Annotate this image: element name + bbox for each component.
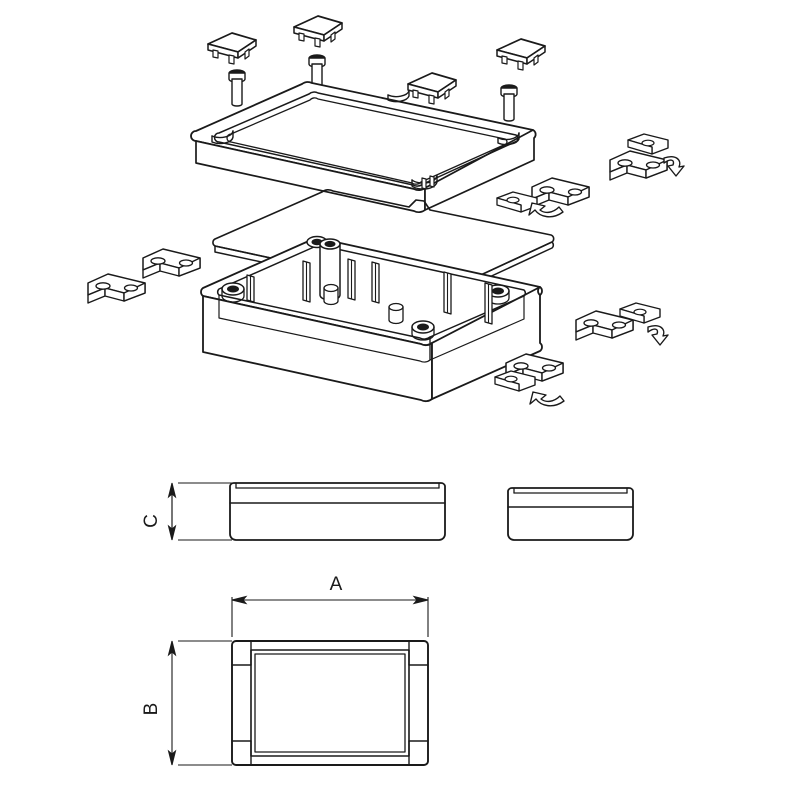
end-elevation-view	[507, 487, 634, 541]
mounting-bracket	[609, 150, 668, 181]
screw-cap-plug	[496, 38, 546, 71]
mounting-bracket	[627, 133, 669, 155]
top-plan-view	[231, 640, 429, 766]
dimension-a-label: A	[330, 574, 343, 595]
side-elevation-view	[229, 482, 446, 541]
screw	[228, 69, 246, 107]
dimension-b: B	[141, 640, 232, 766]
enclosure-base	[200, 235, 543, 403]
mounting-bracket	[494, 370, 536, 392]
pcb-slide-rail	[347, 258, 356, 301]
dimension-a: A	[231, 574, 429, 637]
assembly-arrow	[663, 156, 685, 177]
assembly-arrow	[529, 391, 565, 407]
mounting-bracket	[87, 273, 146, 304]
pcb-slide-rail	[246, 274, 255, 303]
enclosure-lid	[190, 81, 537, 214]
screw-cap-plug	[207, 32, 257, 65]
exploded-assembly-view	[87, 15, 685, 407]
mounting-bracket	[575, 310, 634, 341]
screw-cap-plug	[293, 15, 343, 48]
assembly-arrow	[528, 202, 564, 218]
boss-post	[388, 302, 404, 325]
mounting-bracket	[531, 177, 590, 208]
dimension-b-label: B	[141, 703, 162, 716]
corner-boss	[221, 282, 245, 303]
pcb-slide-rail	[443, 271, 452, 315]
assembly-arrow	[647, 325, 669, 346]
screw-cap-plug-group	[207, 15, 546, 105]
mounting-bracket	[142, 248, 201, 279]
pcb-slide-rail	[371, 261, 380, 304]
boss-post	[323, 283, 339, 306]
mounting-bracket	[619, 302, 661, 324]
pcb-slide-rail	[302, 260, 311, 303]
dimension-c-label: C	[141, 514, 162, 528]
pcb-slide-rail	[484, 282, 493, 325]
screw-cap-plug	[407, 72, 457, 105]
dimension-c: C	[141, 482, 232, 541]
corner-boss	[411, 320, 435, 341]
screw	[500, 84, 518, 122]
